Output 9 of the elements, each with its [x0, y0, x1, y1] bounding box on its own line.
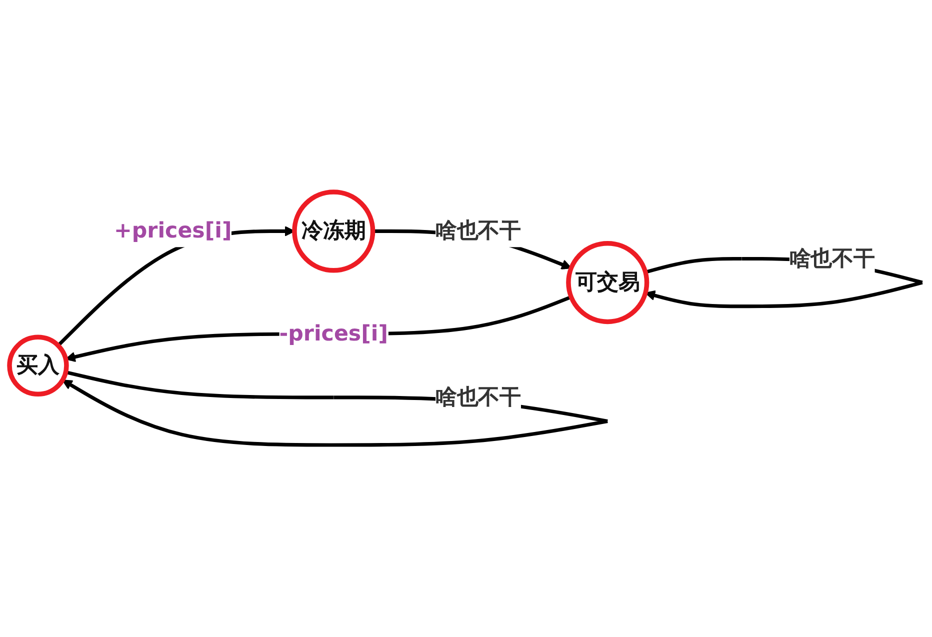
edge-label: 啥也不干	[435, 218, 521, 244]
arrow	[65, 295, 572, 362]
node-circle: 可交易	[566, 240, 650, 324]
edge-label: 啥也不干	[789, 246, 875, 272]
node-circle: 买入	[7, 334, 69, 397]
edge-label: 啥也不干	[435, 384, 521, 410]
edge-label: +prices[i]	[114, 218, 232, 244]
edge-label: -prices[i]	[279, 321, 388, 346]
node-circle: 冷冻期	[292, 190, 376, 273]
